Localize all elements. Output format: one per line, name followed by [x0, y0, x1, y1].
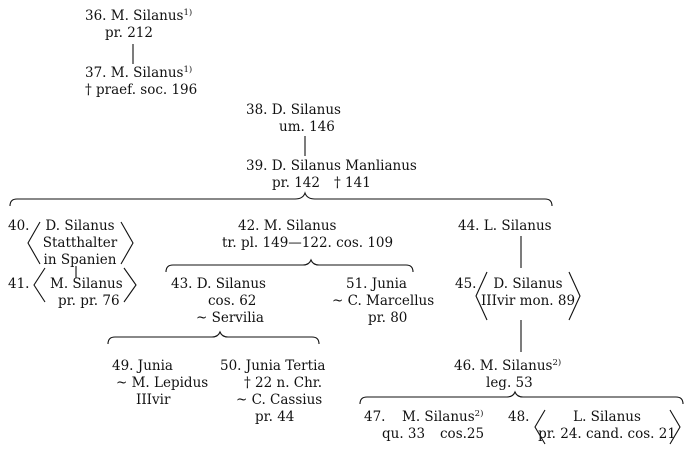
person-45-name: D. Silanus [493, 276, 563, 292]
person-51-num: 51. [346, 276, 368, 292]
person-49-title: IIIvir [136, 392, 171, 408]
person-38-title: um. 146 [279, 119, 335, 135]
bracket-45-right [568, 271, 581, 321]
footnote-marker: 2) [474, 409, 484, 419]
person-51-spouse: ~ C. Marcellus [332, 293, 435, 309]
person-50-num: 50. [220, 358, 242, 374]
person-36-num: 36. [85, 8, 107, 24]
person-47: M. Silanus2) [402, 409, 483, 426]
person-39-praetor: pr. 142 [272, 175, 320, 191]
person-46-name: M. Silanus [479, 358, 553, 374]
person-37-name: M. Silanus [110, 65, 184, 81]
person-49: 49. Junia [112, 358, 173, 375]
person-42-name: M. Silanus [263, 218, 337, 234]
person-39-death: † 141 [334, 175, 371, 191]
person-38-num: 38. [246, 102, 268, 118]
person-50: 50. Junia Tertia [220, 358, 325, 375]
person-42-title: tr. pl. 149—122. cos. 109 [222, 235, 394, 251]
person-46-num: 46. [454, 358, 476, 374]
person-44-name: L. Silanus [483, 218, 552, 234]
person-37-num: 37. [85, 65, 107, 81]
person-40-name: D. Silanus [45, 218, 115, 234]
person-41-num: 41. [8, 276, 30, 292]
bracket-41-right [123, 267, 137, 303]
brace-46-children [359, 390, 684, 405]
person-43-spouse: ~ Servilia [196, 310, 264, 326]
footnote-marker: 1) [183, 65, 193, 75]
brace-42-children [165, 258, 414, 273]
person-50-name: Junia Tertia [245, 358, 326, 374]
person-41-title: pr. pr. 76 [58, 293, 120, 309]
person-41-name: M. Silanus [50, 276, 123, 292]
bracket-45-left [475, 271, 488, 321]
footnote-marker: 2) [552, 358, 562, 368]
footnote-marker: 1) [183, 8, 193, 18]
person-39-name: D. Silanus Manlianus [271, 158, 417, 174]
bracket-48-left [534, 409, 546, 445]
person-40-num: 40. [8, 218, 30, 234]
person-47-quaestor: qu. 33 [382, 426, 426, 442]
person-43-title: cos. 62 [208, 293, 257, 309]
person-47-num: 47. [364, 409, 386, 425]
person-50-title: pr. 44 [255, 409, 295, 425]
person-38-name: D. Silanus [271, 102, 341, 118]
person-45-num: 45. [455, 276, 477, 292]
person-36-title: pr. 212 [105, 25, 153, 41]
person-42-num: 42. [238, 218, 260, 234]
person-37: 37. M. Silanus1) [85, 65, 192, 82]
person-40-place: in Spanien [43, 252, 117, 268]
bracket-40-right [120, 221, 134, 265]
person-50-death: † 22 n. Chr. [244, 375, 323, 391]
bracket-40-left [27, 221, 41, 265]
brace-39-children [9, 191, 553, 207]
person-43-num: 43. [171, 276, 193, 292]
person-42: 42. M. Silanus [238, 218, 336, 235]
person-49-spouse: ~ M. Lepidus [116, 375, 209, 391]
bracket-41-left [33, 267, 46, 303]
person-38: 38. D. Silanus [246, 102, 341, 119]
person-43-name: D. Silanus [196, 276, 266, 292]
person-47-consul: cos.25 [440, 426, 485, 442]
person-46-title: leg. 53 [486, 375, 533, 391]
person-37-title: † praef. soc. 196 [85, 82, 198, 98]
person-47-name: M. Silanus [402, 409, 475, 425]
person-51-title: pr. 80 [368, 310, 408, 326]
brace-43-children [107, 330, 320, 345]
person-48-title: pr. 24. cand. cos. 21 [538, 426, 676, 442]
person-40-title: Statthalter [42, 235, 118, 251]
bracket-48-right [669, 409, 681, 445]
person-36-name: M. Silanus [110, 8, 184, 24]
person-50-spouse: ~ C. Cassius [236, 392, 323, 408]
person-51-name: Junia [371, 276, 407, 292]
person-44: 44. L. Silanus [458, 218, 552, 235]
person-46: 46. M. Silanus2) [454, 358, 561, 375]
person-45-title: IIIvir mon. 89 [480, 293, 576, 309]
person-36: 36. M. Silanus1) [85, 8, 192, 25]
person-43: 43. D. Silanus [171, 276, 266, 293]
person-39: 39. D. Silanus Manlianus [246, 158, 417, 175]
person-39-num: 39. [246, 158, 268, 174]
person-49-name: Junia [137, 358, 173, 374]
person-44-num: 44. [458, 218, 480, 234]
person-51: 51. Junia [346, 276, 407, 293]
person-49-num: 49. [112, 358, 134, 374]
person-48-name: L. Silanus [573, 409, 641, 425]
person-48-num: 48. [508, 409, 530, 425]
